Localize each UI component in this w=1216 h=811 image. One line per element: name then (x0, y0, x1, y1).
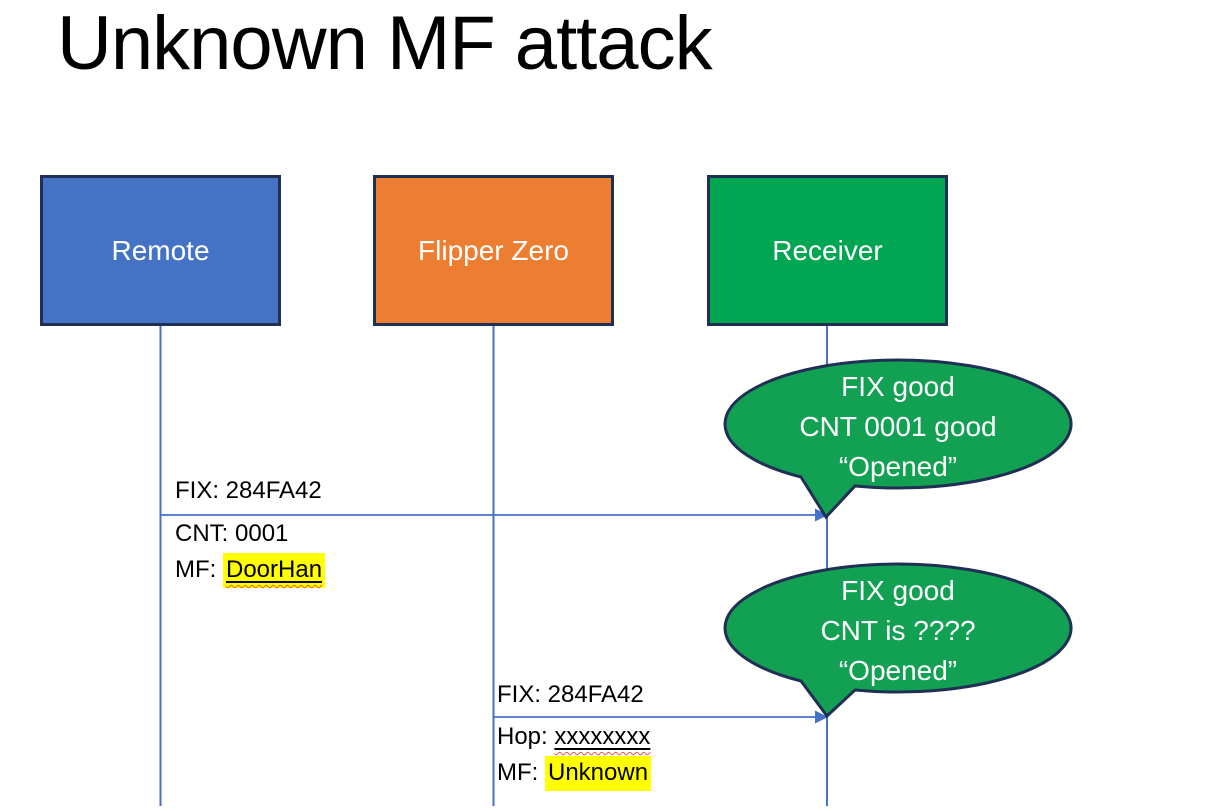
speech-bubble-1 (723, 358, 1073, 520)
actor-label-receiver: Receiver (772, 234, 883, 266)
actor-label-flipper-zero: Flipper Zero (418, 234, 569, 266)
message2-arrowhead-icon (815, 710, 828, 724)
message1-mf-prefix: MF: (175, 556, 223, 583)
message2-above-label: FIX: 284FA42 (497, 681, 644, 708)
slide-title: Unknown MF attack (57, 1, 713, 86)
message2-hop-value: xxxxxxxx (554, 723, 651, 750)
actor-label-remote: Remote (111, 234, 210, 266)
message1-below-label-1: CNT: 0001 (175, 520, 289, 547)
speech-bubble-2-text: FIX good CNT is ???? “Opened” (725, 571, 1071, 691)
message1-mf-value-highlighted: DoorHan (226, 556, 323, 583)
bubble1-line1: FIX good (841, 371, 955, 402)
message1-below-label-2: MF: DoorHan (175, 553, 326, 588)
actor-box-receiver: Receiver (707, 175, 948, 326)
speech-bubble-1-text: FIX good CNT 0001 good “Opened” (725, 367, 1071, 487)
message2-hop-prefix: Hop: (497, 723, 555, 750)
bubble1-line3: “Opened” (838, 451, 958, 482)
message2-below-label-2: MF: Unknown (497, 756, 652, 791)
message2-below-label-1: Hop: xxxxxxxx (497, 723, 650, 751)
bubble2-line3: “Opened” (838, 655, 958, 686)
bubble2-line2: CNT is ???? (820, 615, 976, 646)
bubble1-line2: CNT 0001 good (799, 411, 997, 442)
message2-mf-value-highlighted: Unknown (545, 756, 652, 791)
message1-above-label: FIX: 284FA42 (175, 477, 322, 504)
actor-box-remote: Remote (40, 175, 281, 326)
message1-arrowhead-icon (815, 508, 828, 522)
speech-bubble-2 (723, 562, 1073, 719)
bubble2-line1: FIX good (841, 575, 955, 606)
message2-mf-prefix: MF: (497, 759, 545, 786)
actor-box-flipper-zero: Flipper Zero (373, 175, 614, 326)
